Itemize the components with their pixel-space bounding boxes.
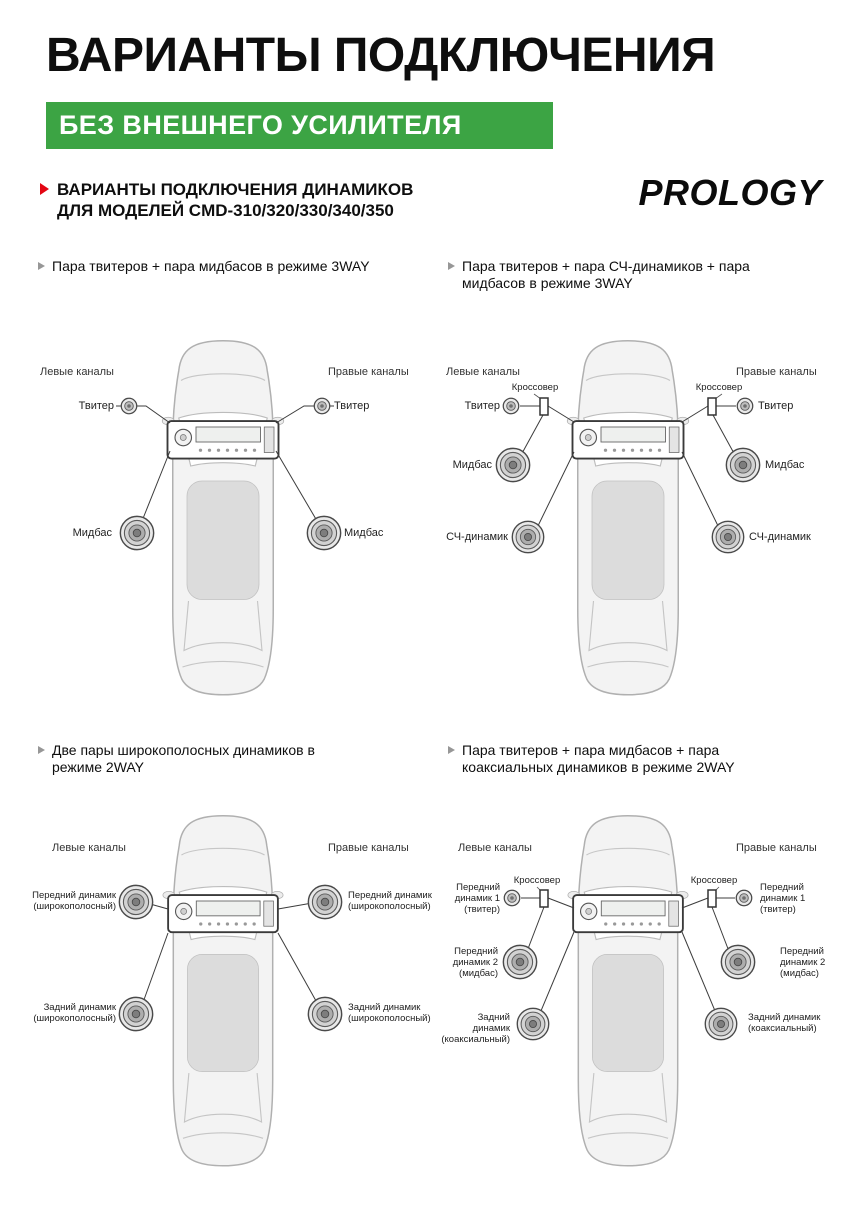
diagram-2-title-text: Пара твитеров + пара СЧ-динамиков + пара… xyxy=(462,258,750,291)
midbass-left-label: Мидбас xyxy=(72,527,112,539)
front-speaker-left-icon xyxy=(118,884,154,920)
tweeter-right-label: Твитер xyxy=(334,400,370,412)
front-midbass-right-icon xyxy=(720,944,756,980)
brand-logo: PROLOGY xyxy=(638,172,822,213)
midrange-right-label: СЧ-динамик xyxy=(749,531,811,543)
triangle-bullet-icon xyxy=(38,262,45,270)
front-tweeter-right-icon xyxy=(735,889,753,907)
rear-coaxial-right-icon xyxy=(704,1007,738,1041)
midbass-right-icon xyxy=(725,447,761,483)
tweeter-left-icon xyxy=(120,397,138,415)
tweeter-right-label: Твитер xyxy=(758,400,794,412)
left-channels-label: Левые каналы xyxy=(446,366,520,378)
page-title: ВАРИАНТЫ ПОДКЛЮЧЕНИЯ xyxy=(46,29,716,82)
crossover-right-icon xyxy=(707,889,717,908)
section-heading-line2: ДЛЯ МОДЕЛЕЙ CMD-310/320/330/340/350 xyxy=(57,201,394,220)
triangle-bullet-icon xyxy=(448,262,455,270)
diagram-panel-3: Две пары широкополосных динамиков в режи… xyxy=(28,736,448,1228)
diagram-4-drawing xyxy=(502,814,756,1167)
front-speaker1-right-label: Передний динамик 1 (твитер) xyxy=(760,882,806,916)
crossover-left-icon xyxy=(539,889,549,908)
left-channels-label: Левые каналы xyxy=(52,842,126,854)
rear-speaker-left-label: Задний динамик (широкополосный) xyxy=(33,1002,116,1025)
midbass-right-icon xyxy=(306,515,342,551)
diagram-2-drawing xyxy=(495,339,761,696)
crossover-right-label: Кроссовер xyxy=(695,382,743,393)
tweeter-left-icon xyxy=(502,397,520,415)
midrange-left-icon xyxy=(511,520,545,554)
front-speaker2-left-label: Передний динамик 2 (мидбас) xyxy=(452,946,498,980)
right-channels-label: Правые каналы xyxy=(328,842,409,854)
tweeter-left-label: Твитер xyxy=(464,400,500,412)
diagram-1-title-text: Пара твитеров + пара мидбасов в режиме 3… xyxy=(52,258,370,274)
diagram-3-title-text: Две пары широкополосных динамиков в режи… xyxy=(52,742,315,775)
front-speaker2-right-label: Передний динамик 2 (мидбас) xyxy=(780,946,826,980)
car-top-view xyxy=(161,814,285,1167)
diagram-2-title: Пара твитеров + пара СЧ-динамиков + пара… xyxy=(448,258,796,292)
crossover-right-label: Кроссовер xyxy=(690,875,738,886)
rear-speaker-left-icon xyxy=(118,996,154,1032)
diagram-1-title: Пара твитеров + пара мидбасов в режиме 3… xyxy=(38,258,428,275)
car-top-view xyxy=(566,339,690,696)
diagram-panel-1: Пара твитеров + пара мидбасов в режиме 3… xyxy=(28,252,448,736)
front-speaker-right-label: Передний динамик (широкополосный) xyxy=(348,890,432,913)
rear-speaker-right-label: Задний динамик (широкополосный) xyxy=(348,1002,431,1025)
front-midbass-left-icon xyxy=(502,944,538,980)
left-channels-label: Левые каналы xyxy=(458,842,532,854)
rear-speaker-left-label: Задний динамик (коаксиальный) xyxy=(441,1012,510,1046)
tweeter-left-label: Твитер xyxy=(78,400,114,412)
rear-speaker-right-icon xyxy=(307,996,343,1032)
diagram-4-title: Пара твитеров + пара мидбасов + пара коа… xyxy=(448,742,796,776)
triangle-bullet-icon xyxy=(38,746,45,754)
crossover-left-icon xyxy=(539,397,549,416)
diagram-3-drawing xyxy=(118,814,343,1167)
diagram-1-drawing xyxy=(116,339,342,696)
diagram-3-title: Две пары широкополосных динамиков в режи… xyxy=(38,742,368,776)
midbass-right-label: Мидбас xyxy=(344,527,384,539)
right-channels-label: Правые каналы xyxy=(328,366,409,378)
midbass-right-label: Мидбас xyxy=(765,459,805,471)
front-speaker1-left-label: Передний динамик 1 (твитер) xyxy=(454,882,500,916)
section-heading-text: ВАРИАНТЫ ПОДКЛЮЧЕНИЯ ДИНАМИКОВ ДЛЯ МОДЕЛ… xyxy=(57,179,413,221)
midbass-left-icon xyxy=(119,515,155,551)
triangle-bullet-icon xyxy=(448,746,455,754)
midrange-right-icon xyxy=(711,520,745,554)
diagram-panel-2: Пара твитеров + пара СЧ-динамиков + пара… xyxy=(438,252,868,736)
right-channels-label: Правые каналы xyxy=(736,842,817,854)
section-heading: ВАРИАНТЫ ПОДКЛЮЧЕНИЯ ДИНАМИКОВ ДЛЯ МОДЕЛ… xyxy=(40,179,413,221)
front-tweeter-left-icon xyxy=(503,889,521,907)
diagram-panel-4: Пара твитеров + пара мидбасов + пара коа… xyxy=(438,736,868,1228)
tweeter-right-icon xyxy=(313,397,331,415)
midbass-left-icon xyxy=(495,447,531,483)
left-channels-label: Левые каналы xyxy=(40,366,114,378)
front-speaker-right-icon xyxy=(307,884,343,920)
subtitle-banner: БЕЗ ВНЕШНЕГО УСИЛИТЕЛЯ xyxy=(46,102,553,149)
rear-speaker-right-label: Задний динамик (коаксиальный) xyxy=(748,1012,821,1035)
front-speaker-left-label: Передний динамик (широкополосный) xyxy=(32,890,116,913)
red-arrow-bullet-icon xyxy=(40,183,49,195)
right-channels-label: Правые каналы xyxy=(736,366,817,378)
crossover-left-label: Кроссовер xyxy=(511,382,559,393)
car-top-view xyxy=(566,814,690,1167)
midbass-left-label: Мидбас xyxy=(452,459,492,471)
crossover-right-icon xyxy=(707,397,717,416)
crossover-left-label: Кроссовер xyxy=(513,875,561,886)
rear-coaxial-left-icon xyxy=(516,1007,550,1041)
tweeter-right-icon xyxy=(736,397,754,415)
section-heading-line1: ВАРИАНТЫ ПОДКЛЮЧЕНИЯ ДИНАМИКОВ xyxy=(57,180,414,199)
midrange-left-label: СЧ-динамик xyxy=(446,531,508,543)
car-top-view xyxy=(161,339,285,696)
diagram-4-title-text: Пара твитеров + пара мидбасов + пара коа… xyxy=(462,742,735,775)
